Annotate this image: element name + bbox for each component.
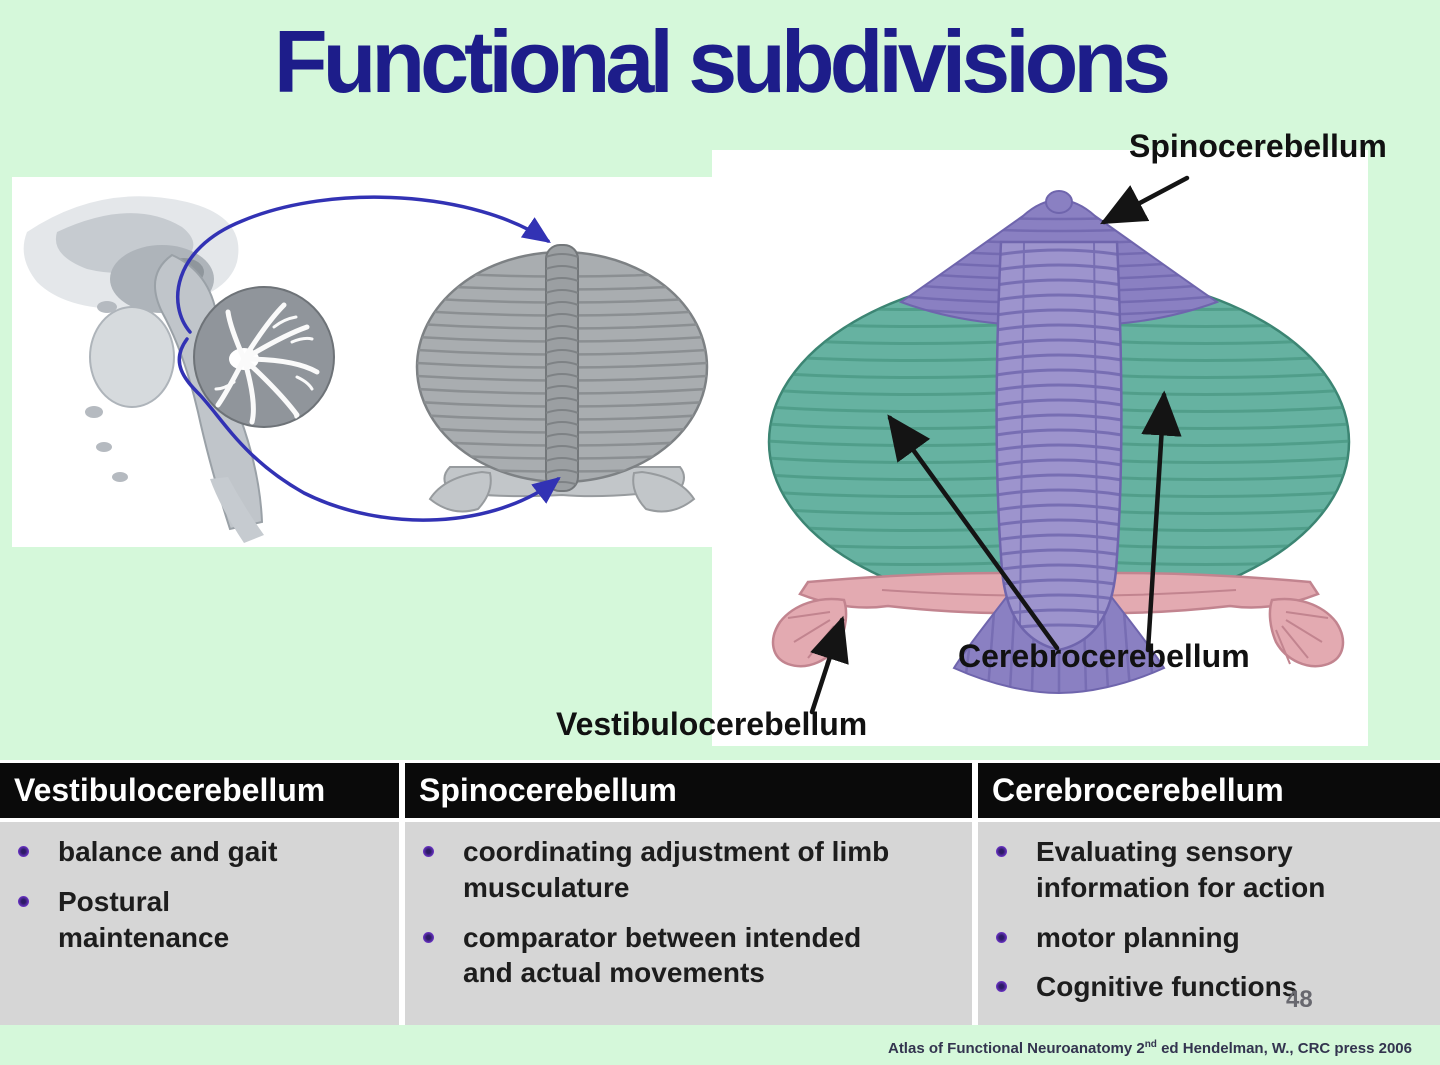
cerebrocerebellum-arrow-left-icon: [887, 414, 1060, 651]
list-item: Postural maintenance: [0, 884, 391, 956]
list-item: Evaluating sensory information for actio…: [978, 834, 1432, 906]
citation-prefix: Atlas of Functional Neuroanatomy 2: [887, 1040, 1145, 1057]
citation-suffix: ed Hendelman, W., CRC press 2006: [1156, 1040, 1412, 1057]
table-cell-vestibulocerebellum: balance and gait Postural maintenance: [0, 822, 399, 1025]
list-item: balance and gait: [0, 834, 391, 870]
unfold-arrows: [176, 195, 561, 522]
unfold-arrow-top-icon: [176, 195, 551, 334]
panel-brainstem-unfold: [12, 177, 712, 547]
page-title: Functional subdivisions: [273, 12, 1171, 111]
panel-functional-subdivisions: [712, 150, 1368, 746]
spinocerebellum-arrow-icon: [1100, 175, 1190, 225]
citation-superscript: nd: [1144, 1039, 1157, 1050]
brainstem-unfold-illustration: [23, 195, 709, 543]
table-header-spinocerebellum: Spinocerebellum: [405, 763, 972, 818]
table-header-cerebrocerebellum: Cerebrocerebellum: [978, 763, 1440, 818]
cerebrocerebellum-arrow-right-icon: [1141, 390, 1182, 653]
list-item: coordinating adjustment of limb musculat…: [405, 834, 964, 906]
cerebrocerebellum-label: Cerebrocerebellum: [958, 638, 1250, 674]
table-header-row: Vestibulocerebellum Spinocerebellum Cere…: [0, 763, 1440, 818]
table-header-vestibulocerebellum: Vestibulocerebellum: [0, 763, 399, 818]
brainstem-sagittal-illustration: [23, 196, 335, 543]
functional-subdivisions-illustration: [767, 175, 1351, 715]
functional-subdivisions-table: Vestibulocerebellum Spinocerebellum Cere…: [0, 760, 1440, 1025]
cerebellum-posterior-gray: [415, 244, 709, 513]
table-body-row: balance and gait Postural maintenance co…: [0, 822, 1440, 1025]
citation: Atlas of Functional Neuroanatomy 2nd ed …: [888, 1039, 1412, 1057]
vestibulocerebellum-arrow-icon: [809, 615, 849, 715]
table-cell-spinocerebellum: coordinating adjustment of limb musculat…: [405, 822, 972, 1025]
table-cell-cerebrocerebellum: Evaluating sensory information for actio…: [978, 822, 1440, 1025]
spinocerebellum-label: Spinocerebellum: [1129, 128, 1387, 164]
list-item: comparator between intended and actual m…: [405, 920, 964, 992]
vestibulocerebellum-label: Vestibulocerebellum: [556, 706, 868, 742]
label-arrows: [809, 175, 1190, 715]
unfold-arrow-bottom-icon: [177, 337, 561, 522]
list-item: Cognitive functions: [978, 969, 1432, 1005]
list-item: motor planning: [978, 920, 1432, 956]
page-number: 48: [1286, 986, 1313, 1013]
